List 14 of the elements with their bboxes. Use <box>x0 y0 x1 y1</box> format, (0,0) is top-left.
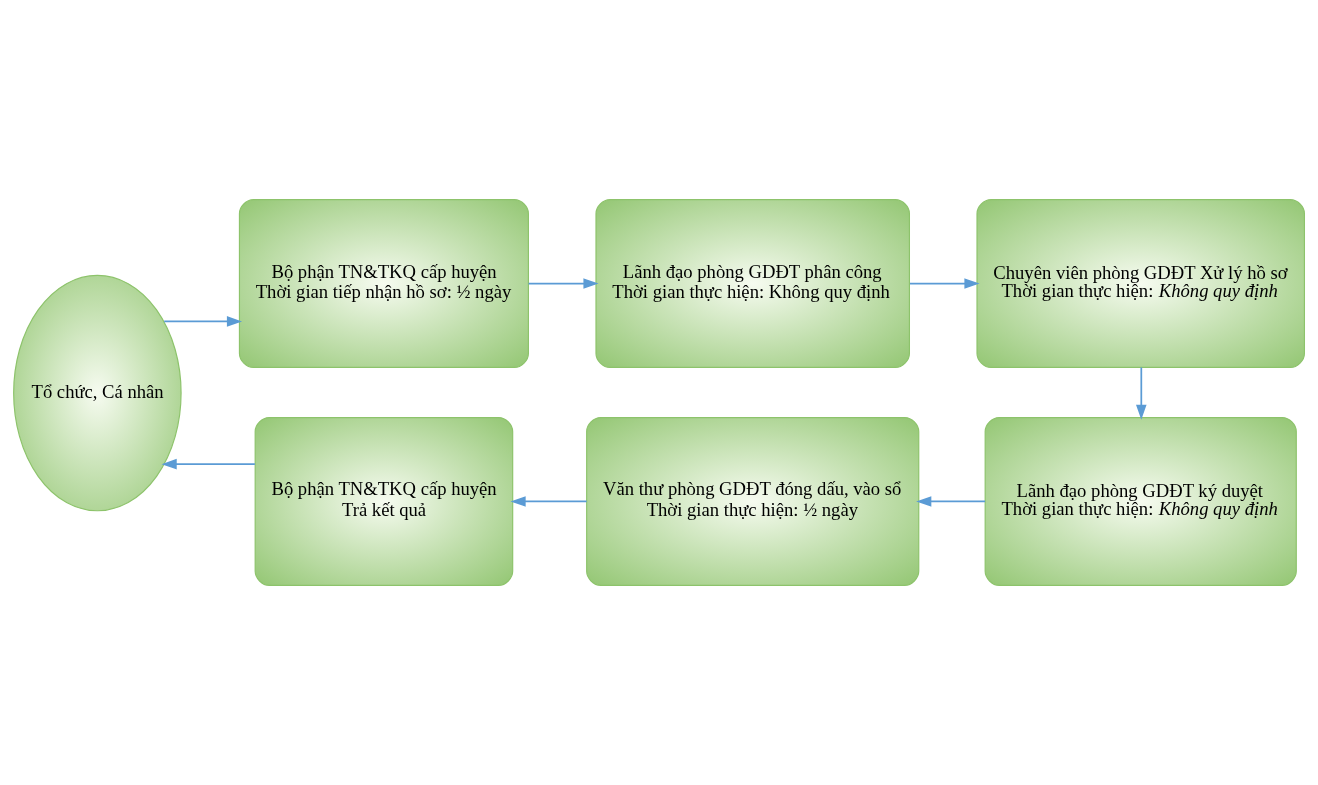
node-box: Văn thư phòng GDĐT đóng dấu, vào sổ Thời gian thực hiện: ½ ngày <box>586 416 920 586</box>
arrow <box>916 496 986 507</box>
arrow <box>163 316 243 327</box>
arrow <box>527 278 599 289</box>
arrow <box>909 278 980 289</box>
node-box: Bộ phận TN&TKQ cấp huyện Trả kết quả <box>254 416 514 586</box>
node-ellipse: Tổ chức, Cá nhân <box>13 274 182 512</box>
arrow <box>510 496 588 507</box>
arrow <box>161 458 256 470</box>
arrow <box>1136 366 1147 420</box>
node-box: Chuyên viên phòng GDĐT Xử lý hồ sơ Thời gian thực hiện: Không quy định <box>976 199 1305 369</box>
node-box: Bộ phận TN&TKQ cấp huyện Thời gian tiếp nhận hồ sơ: ½ ngày <box>238 199 529 369</box>
node-box: Lãnh đạo phòng GDĐT phân công Thời gian thực hiện: Không quy định <box>595 199 910 369</box>
node-box: Lãnh đạo phòng GDĐT ký duyệt Thời gian thực hiện: Không quy định <box>984 416 1297 586</box>
